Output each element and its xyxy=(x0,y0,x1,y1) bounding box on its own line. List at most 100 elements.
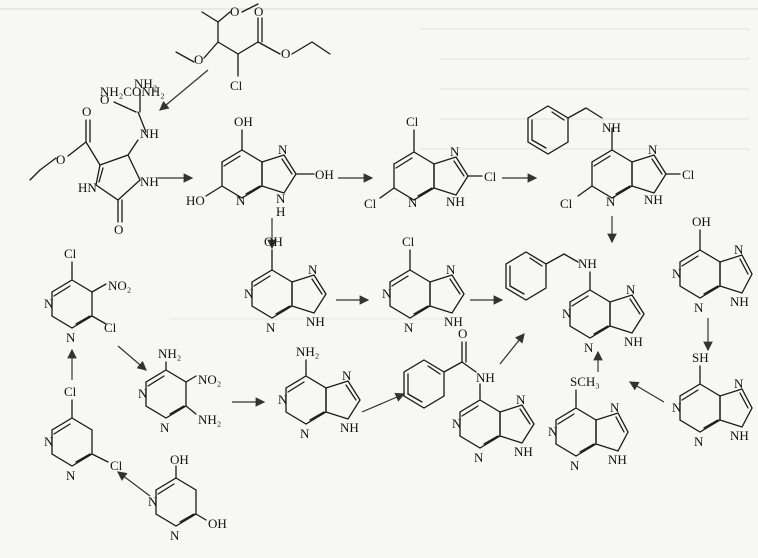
atom-nh: NH xyxy=(578,256,597,271)
atom-n: N xyxy=(648,142,658,157)
atom-n: N xyxy=(160,420,170,435)
atom-n: N xyxy=(148,494,158,509)
atom-nh: NH xyxy=(608,452,627,467)
group-oh: OH xyxy=(315,167,334,182)
atom-n: N xyxy=(276,191,286,206)
atom-n: N xyxy=(516,392,526,407)
molecule-adenine xyxy=(285,359,361,425)
atom-cl: Cl xyxy=(230,78,243,93)
atom-nh: NH xyxy=(644,192,663,207)
atom-n: N xyxy=(308,262,318,277)
group-nh2: NH₂ xyxy=(134,76,157,91)
atom-n: N xyxy=(236,193,246,208)
atom-n: N xyxy=(278,392,288,407)
atom-h: H xyxy=(276,204,285,219)
atom-n: N xyxy=(672,266,682,281)
atom-nh: NH xyxy=(446,194,465,209)
molecule-ureido-imidazolone-ester xyxy=(29,89,147,223)
atom-n: N xyxy=(450,144,460,159)
atom-nh: NH xyxy=(514,444,533,459)
atom-nh: NH xyxy=(340,420,359,435)
atom-o: O xyxy=(230,4,239,19)
molecule-uric-acid-trihydroxypurine xyxy=(205,129,315,199)
molecule-diaminonitropyrimidine xyxy=(145,361,197,419)
molecule-4-6-dihydroxypyrimidine xyxy=(155,465,207,527)
atom-o: O xyxy=(56,152,65,167)
group-no2: NO₂ xyxy=(198,372,221,387)
atom-n: N xyxy=(562,306,572,321)
arrow xyxy=(361,392,406,413)
atom-n: N xyxy=(300,426,310,441)
atom-o: O xyxy=(114,222,123,237)
atom-o: O xyxy=(458,326,467,341)
atom-n: N xyxy=(446,262,456,277)
molecule-diethoxy-chloropropanoate xyxy=(175,3,331,77)
group-oh: OH xyxy=(208,516,227,531)
atom-n: N xyxy=(408,195,418,210)
atom-o: O xyxy=(82,104,91,119)
atom-nh: NH xyxy=(476,370,495,385)
molecule-dichloronitropyrimidine xyxy=(51,261,107,329)
atom-cl: Cl xyxy=(682,167,695,182)
atom-n: N xyxy=(694,434,704,449)
molecule-hypoxanthine xyxy=(679,229,753,299)
molecule-6-methylthiopurine xyxy=(555,389,629,457)
atom-n: N xyxy=(138,386,148,401)
group-oh: OH xyxy=(692,214,711,229)
group-oh: OH xyxy=(234,114,253,129)
atom-n: N xyxy=(474,450,484,465)
atom-cl: Cl xyxy=(364,196,377,211)
molecule-6-benzylaminopurine xyxy=(505,251,645,339)
atom-n: N xyxy=(610,400,620,415)
atom-nh: NH xyxy=(730,294,749,309)
group-oh: OH xyxy=(264,234,283,249)
atom-n: N xyxy=(66,330,76,345)
group-nh2: NH₂ xyxy=(198,412,221,427)
atom-hn: HN xyxy=(78,180,97,195)
molecule-6-mercaptopurine xyxy=(679,365,753,433)
background-bleed-text xyxy=(0,8,758,320)
atom-n: N xyxy=(452,416,462,431)
atom-nh: NH xyxy=(602,120,621,135)
atom-o: O xyxy=(194,52,203,67)
atom-nh: NH xyxy=(730,428,749,443)
molecule-n6-benzoyladenine xyxy=(403,341,535,449)
atom-n: N xyxy=(672,400,682,415)
atom-n: N xyxy=(606,194,616,209)
molecule-hypoxanthine-tautomer xyxy=(251,249,327,319)
atom-nh: NH xyxy=(140,174,159,189)
atom-n: N xyxy=(570,458,580,473)
atom-cl: Cl xyxy=(104,320,117,335)
atom-n: N xyxy=(584,340,594,355)
arrow xyxy=(628,381,665,403)
atom-n: N xyxy=(626,282,636,297)
arrow xyxy=(499,333,525,365)
arrow xyxy=(117,471,151,497)
atom-cl: Cl xyxy=(402,234,415,249)
atom-n: N xyxy=(66,468,76,483)
atom-cl: Cl xyxy=(484,169,497,184)
atom-n: N xyxy=(278,142,288,157)
atom-nh: NH xyxy=(444,314,463,329)
atom-n: N xyxy=(734,242,744,257)
group-nh2: NH₂ xyxy=(296,344,319,359)
atom-n: N xyxy=(266,320,276,335)
atom-cl: Cl xyxy=(64,384,77,399)
group-sh: SH xyxy=(692,350,709,365)
group-nh2: NH₂ xyxy=(158,346,181,361)
atom-nh: NH xyxy=(306,314,325,329)
atom-cl: Cl xyxy=(406,114,419,129)
atom-n: N xyxy=(382,286,392,301)
atom-n: N xyxy=(342,368,352,383)
group-ho: HO xyxy=(186,193,205,208)
atom-nh: NH xyxy=(624,334,643,349)
atom-o: O xyxy=(254,4,263,19)
atom-cl: Cl xyxy=(64,246,77,261)
atom-n: N xyxy=(548,424,558,439)
atom-nh: NH xyxy=(140,126,159,141)
molecule-6-chloropurine xyxy=(389,249,465,319)
arrow xyxy=(159,69,209,111)
molecule-trichloropurine xyxy=(379,129,483,201)
atom-n: N xyxy=(694,300,704,315)
